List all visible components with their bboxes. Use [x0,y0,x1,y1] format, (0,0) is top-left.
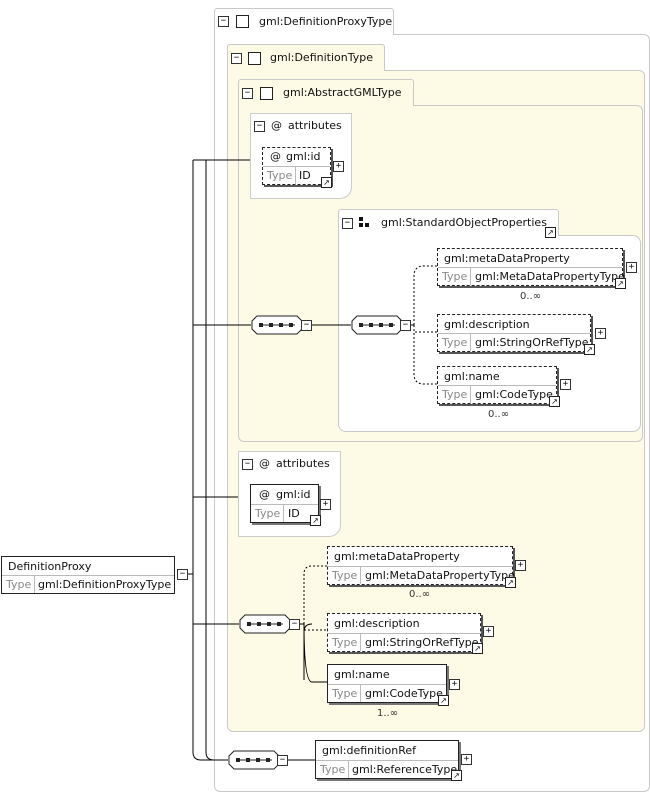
inner-metadata-property-element[interactable]: gml:metaDataProperty Type gml:MetaDataPro… [437,248,625,286]
standard-object-properties-tab[interactable]: − gml:StandardObjectProperties [338,209,559,236]
collapse-sequence-icon[interactable]: − [289,619,300,630]
type-link-icon[interactable]: ↗ [310,515,321,526]
occurrence-label: 0..∞ [409,589,431,600]
outer-name-element[interactable]: gml:name Type gml:CodeType [327,664,447,703]
collapse-standard-object-properties-icon[interactable]: − [342,218,353,229]
element-name: gml:name [334,668,390,681]
expand-element-icon[interactable]: + [515,560,526,571]
collapse-attributes-icon[interactable]: − [254,121,265,132]
complex-type-icon [260,87,273,100]
type-link-icon[interactable]: ↗ [584,344,595,355]
element-type: gml:StringOrRefType [475,336,589,349]
gml-id-type: ID [288,507,300,520]
inner-name-element[interactable]: gml:name Type gml:CodeType [437,366,557,404]
type-link-icon[interactable]: ↗ [451,770,462,781]
attributes-at-symbol: @ [271,119,282,132]
type-label: Type [255,507,281,520]
type-label: Type [320,763,346,776]
inner-description-element[interactable]: gml:description Type gml:StringOrRefType [437,314,591,352]
expand-gml-id-icon[interactable]: + [320,499,331,510]
complex-type-icon [236,15,249,28]
expand-element-icon[interactable]: + [461,754,472,765]
element-name: DefinitionProxy [8,560,92,573]
type-link-icon[interactable]: ↗ [549,396,560,407]
occurrence-label: 1..∞ [377,708,399,719]
element-type: gml:StringOrRefType [365,636,479,649]
sequence-compositor[interactable] [239,614,291,634]
element-type: gml:MetaDataPropertyType [365,569,515,582]
sequence-compositor[interactable] [251,315,303,335]
element-type: gml:MetaDataPropertyType [475,270,625,283]
collapse-sequence-icon[interactable]: − [400,320,411,331]
collapse-definition-type-icon[interactable]: − [231,53,242,64]
attributes-label: attributes [288,119,342,132]
type-link-icon[interactable]: ↗ [545,227,556,238]
sequence-compositor[interactable] [351,315,403,335]
element-name: gml:description [334,617,420,630]
attributes-at-symbol: @ [259,457,270,470]
gml-id-at-symbol: @ [270,150,281,163]
expand-element-icon[interactable]: + [626,262,637,273]
collapse-sequence-icon[interactable]: − [301,320,312,331]
abstract-gml-type-tab[interactable]: − gml:AbstractGMLType [238,79,414,106]
element-name: gml:definitionRef [322,744,417,757]
gml-id-attribute-outer[interactable]: @ gml:id Type ID [250,484,319,523]
gml-id-name: gml:id [276,488,311,501]
definition-ref-element[interactable]: gml:definitionRef Type gml:ReferenceType [315,740,459,779]
definition-type-label: gml:DefinitionType [270,51,373,64]
abstract-gml-type-label: gml:AbstractGMLType [283,86,402,99]
gml-id-attribute-inner[interactable]: @ gml:id Type ID [262,147,331,185]
expand-element-icon[interactable]: + [483,626,494,637]
type-label: Type [267,169,293,182]
element-type: gml:DefinitionProxyType [38,578,172,591]
collapse-root-icon[interactable]: − [177,569,188,580]
group-icon [359,217,369,227]
element-name: gml:description [444,318,530,331]
type-link-icon[interactable]: ↗ [321,177,332,188]
element-name: gml:name [444,370,500,383]
expand-element-icon[interactable]: + [595,328,606,339]
root-definition-proxy-element[interactable]: DefinitionProxy Type gml:DefinitionProxyT… [1,556,175,594]
outer-metadata-property-element[interactable]: gml:metaDataProperty Type gml:MetaDataPro… [327,546,515,585]
gml-id-name: gml:id [286,150,321,163]
element-name: gml:metaDataProperty [334,550,460,563]
gml-id-type: ID [299,169,311,182]
type-label: Type [442,336,468,349]
complex-type-icon [248,52,261,65]
type-link-icon[interactable]: ↗ [472,643,483,654]
gml-id-at-symbol: @ [259,488,270,501]
element-type: gml:CodeType [475,388,553,401]
type-link-icon[interactable]: ↗ [438,695,449,706]
type-label: Type [442,388,468,401]
element-name: gml:metaDataProperty [444,252,570,265]
occurrence-label: 0..∞ [520,291,542,302]
element-type: gml:ReferenceType [352,763,458,776]
type-label: Type [332,636,358,649]
definition-type-tab[interactable]: − gml:DefinitionType [227,44,385,71]
proxy-type-tab[interactable]: − gml:DefinitionProxyType [214,8,394,35]
collapse-sequence-icon[interactable]: − [277,755,288,766]
sequence-compositor[interactable] [228,750,280,770]
standard-object-properties-label: gml:StandardObjectProperties [381,216,547,229]
expand-element-icon[interactable]: + [560,379,571,390]
type-label: Type [442,270,468,283]
expand-gml-id-icon[interactable]: + [333,161,344,172]
collapse-attributes-icon[interactable]: − [242,459,253,470]
outer-description-element[interactable]: gml:description Type gml:StringOrRefType [327,613,481,652]
attributes-label: attributes [276,457,330,470]
type-link-icon[interactable]: ↗ [615,278,626,289]
type-link-icon[interactable]: ↗ [505,577,516,588]
element-type: gml:CodeType [365,687,443,700]
type-label: Type [332,687,358,700]
type-label: Type [6,578,32,591]
expand-element-icon[interactable]: + [449,679,460,690]
proxy-type-label: gml:DefinitionProxyType [259,15,393,28]
collapse-proxy-type-icon[interactable]: − [218,16,229,27]
type-label: Type [332,569,358,582]
occurrence-label: 0..∞ [488,409,510,420]
collapse-abstract-gml-type-icon[interactable]: − [242,88,253,99]
